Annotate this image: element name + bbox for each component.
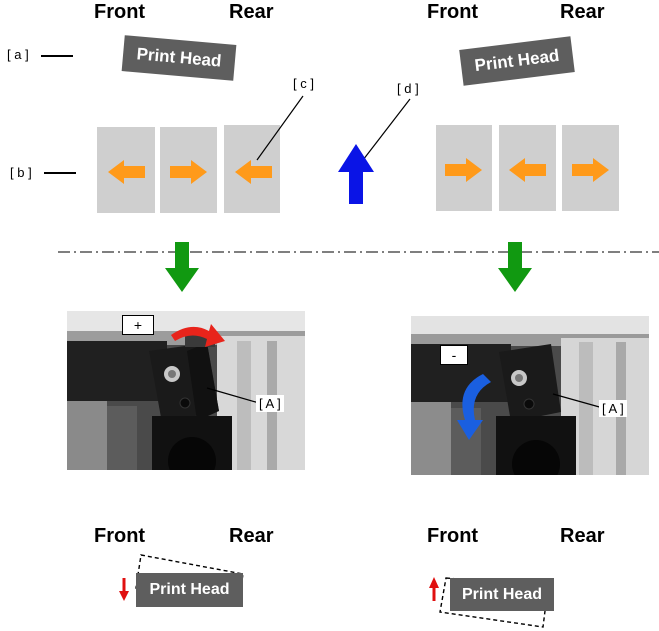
top-right-front-label: Front (427, 1, 479, 23)
orange-left-arrow-icon (509, 158, 546, 182)
bottom-right-print-head: Print Head (450, 578, 554, 611)
callout-b-label: [ b ] (10, 165, 32, 180)
left-part-a-label: [ A ] (256, 395, 284, 412)
print-head-label: Print Head (149, 581, 230, 598)
left-adjustment-photo: + [ A ] (67, 311, 305, 470)
red-down-arrow-icon (119, 578, 129, 601)
red-up-arrow-icon (429, 577, 439, 601)
top-right-rear-label: Rear (560, 1, 605, 23)
blue-up-arrow-icon (338, 144, 374, 204)
print-head-label: Print Head (461, 586, 542, 603)
callout-c-label: [ c ] (293, 76, 314, 91)
top-left-rear-label: Rear (229, 1, 274, 23)
minus-sign-box: - (440, 345, 468, 365)
orange-right-arrow-icon (170, 160, 207, 184)
callout-d-line (362, 98, 411, 161)
callout-c-line (256, 95, 304, 161)
right-adjustment-photo: - [ A ] (411, 316, 649, 475)
orange-right-arrow-icon (572, 158, 609, 182)
left-part-callout-line (206, 387, 260, 404)
blue-counterclockwise-arrow-icon (457, 374, 491, 440)
right-part-a-label: [ A ] (599, 400, 627, 417)
green-down-arrow-icon (165, 242, 199, 292)
green-down-arrow-icon (498, 242, 532, 292)
orange-left-arrow-icon (235, 160, 272, 184)
orange-left-arrow-icon (108, 160, 145, 184)
callout-a-label: [ a ] (7, 47, 29, 62)
right-part-callout-line (552, 393, 604, 409)
callout-d-label: [ d ] (397, 81, 419, 96)
bottom-right-front-label: Front (427, 525, 479, 547)
plus-sign-box: + (122, 315, 154, 335)
bottom-right-rear-label: Rear (560, 525, 605, 547)
right-photo-illustration (411, 316, 649, 475)
callout-a-line (41, 55, 73, 57)
bottom-left-rear-label: Rear (229, 525, 274, 547)
red-clockwise-arrow-icon (171, 324, 225, 347)
orange-right-arrow-icon (445, 158, 482, 182)
bottom-right-head-outline (439, 577, 549, 628)
bottom-left-front-label: Front (94, 525, 146, 547)
callout-b-line (44, 172, 76, 174)
top-left-front-label: Front (94, 1, 146, 23)
bottom-left-print-head: Print Head (136, 573, 243, 607)
